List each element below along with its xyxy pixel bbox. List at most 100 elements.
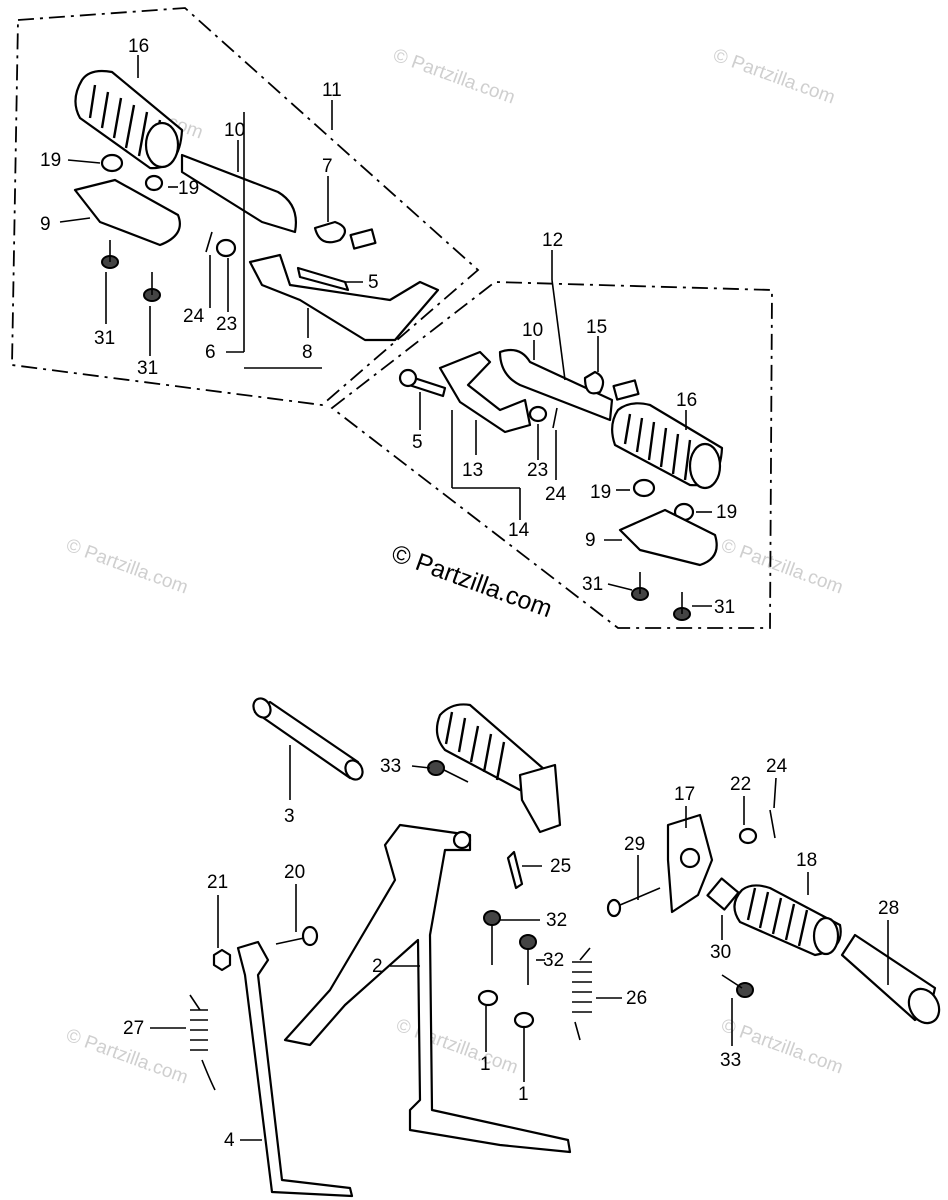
- callout-10: 10: [522, 320, 543, 341]
- callout-29: 29: [624, 834, 645, 855]
- group-boundary: [330, 281, 773, 629]
- callout-10: 10: [224, 120, 245, 141]
- group-left-footpeg: 16 11 10 19 19 7 9 5 24 23 31 31 6 8: [11, 7, 480, 406]
- bolt: [143, 272, 161, 302]
- callout-24: 24: [766, 756, 788, 777]
- bolt: [519, 934, 537, 985]
- spring: [572, 947, 592, 1041]
- callout-27: 27: [123, 1018, 144, 1039]
- callout-31: 31: [714, 597, 735, 618]
- callout-3: 3: [284, 806, 295, 827]
- cotter-pin: [205, 231, 213, 253]
- collar: [632, 478, 656, 498]
- bolt: [275, 925, 319, 947]
- callout-7: 7: [322, 156, 333, 177]
- watermark: © Partzilla.com: [393, 1015, 520, 1079]
- callout-18: 18: [796, 850, 817, 871]
- side-stand: [236, 940, 354, 1198]
- pillion-footpeg: [435, 703, 562, 834]
- watermark: © Partzilla.com: [390, 45, 517, 109]
- bolt: [101, 240, 119, 269]
- pin: [296, 266, 350, 292]
- bracket: [438, 350, 532, 434]
- group-boundary: [11, 7, 480, 406]
- collar: [144, 174, 164, 192]
- bolt: [427, 760, 469, 783]
- callout-11: 11: [322, 80, 342, 101]
- callout-2: 2: [372, 956, 383, 977]
- washer: [528, 405, 548, 423]
- callout-12: 12: [542, 230, 563, 251]
- callout-15: 15: [586, 317, 607, 338]
- nut: [477, 989, 499, 1007]
- footpeg-rubber: [611, 402, 724, 490]
- callout-26: 26: [626, 988, 647, 1009]
- callout-33: 33: [720, 1050, 741, 1071]
- watermark: © Partzilla.com: [718, 535, 845, 599]
- callout-8: 8: [302, 342, 313, 363]
- callout-21: 21: [207, 872, 228, 893]
- watermark: © Partzilla.com: [710, 45, 837, 109]
- callout-14: 14: [508, 520, 530, 541]
- footpeg-rubber: [733, 884, 842, 957]
- callout-19: 19: [40, 150, 61, 171]
- spring: [313, 220, 347, 244]
- callout-6: 6: [205, 342, 216, 363]
- callout-9: 9: [40, 214, 51, 235]
- bolt: [631, 572, 649, 601]
- callout-33: 33: [380, 756, 401, 777]
- footpeg-arm: [498, 348, 614, 422]
- cotter-pin: [552, 407, 558, 429]
- callout-19: 19: [590, 482, 611, 503]
- washer: [706, 877, 740, 911]
- callout-9: 9: [585, 530, 596, 551]
- copyright-notice: © Partzilla.com: [388, 539, 556, 623]
- callout-16: 16: [676, 390, 697, 411]
- callout-31: 31: [94, 328, 115, 349]
- spring: [189, 994, 216, 1091]
- footpeg-rubber: [74, 69, 184, 170]
- callout-32: 32: [543, 950, 564, 971]
- washer: [738, 827, 758, 845]
- footpeg-arm: [180, 153, 297, 234]
- callout-32: 32: [546, 910, 567, 931]
- group-stands: 3 33 17 22 24 25 29 18 21 20 32 32 28 2 …: [123, 697, 941, 1198]
- callout-17: 17: [674, 784, 695, 805]
- callout-31: 31: [582, 574, 603, 595]
- nut: [513, 1011, 535, 1029]
- spring: [583, 370, 605, 395]
- plate: [349, 228, 377, 250]
- callout-4: 4: [224, 1130, 235, 1151]
- callout-30: 30: [710, 942, 731, 963]
- callout-19: 19: [716, 502, 737, 523]
- cotter-pin: [769, 809, 776, 839]
- callout-31: 31: [137, 358, 158, 379]
- callout-24: 24: [545, 484, 567, 505]
- bolt: [606, 887, 661, 918]
- plate: [612, 379, 640, 401]
- callout-13: 13: [462, 460, 483, 481]
- callout-23: 23: [527, 460, 548, 481]
- cotter-pin: [506, 850, 524, 890]
- bolt: [673, 592, 691, 621]
- callout-28: 28: [878, 898, 899, 919]
- callout-5: 5: [412, 432, 423, 453]
- collar: [100, 153, 124, 173]
- callout-25: 25: [550, 856, 571, 877]
- bolt: [721, 974, 754, 998]
- callout-22: 22: [730, 774, 751, 795]
- callout-24: 24: [183, 306, 205, 327]
- callout-19: 19: [178, 178, 199, 199]
- bracket: [248, 253, 440, 342]
- callout-1: 1: [480, 1054, 491, 1075]
- cover: [73, 178, 181, 247]
- main-stand: [283, 823, 572, 1154]
- callout-1: 1: [518, 1084, 529, 1105]
- nut: [212, 948, 232, 972]
- cover: [618, 508, 718, 567]
- callout-16: 16: [128, 36, 149, 57]
- callout-23: 23: [216, 314, 237, 335]
- bolt: [483, 910, 501, 965]
- group-right-footpeg: 12 10 15 16 5 13 23 24 14 19 19 9 31 31: [330, 230, 773, 629]
- watermark: © Partzilla.com: [63, 535, 190, 599]
